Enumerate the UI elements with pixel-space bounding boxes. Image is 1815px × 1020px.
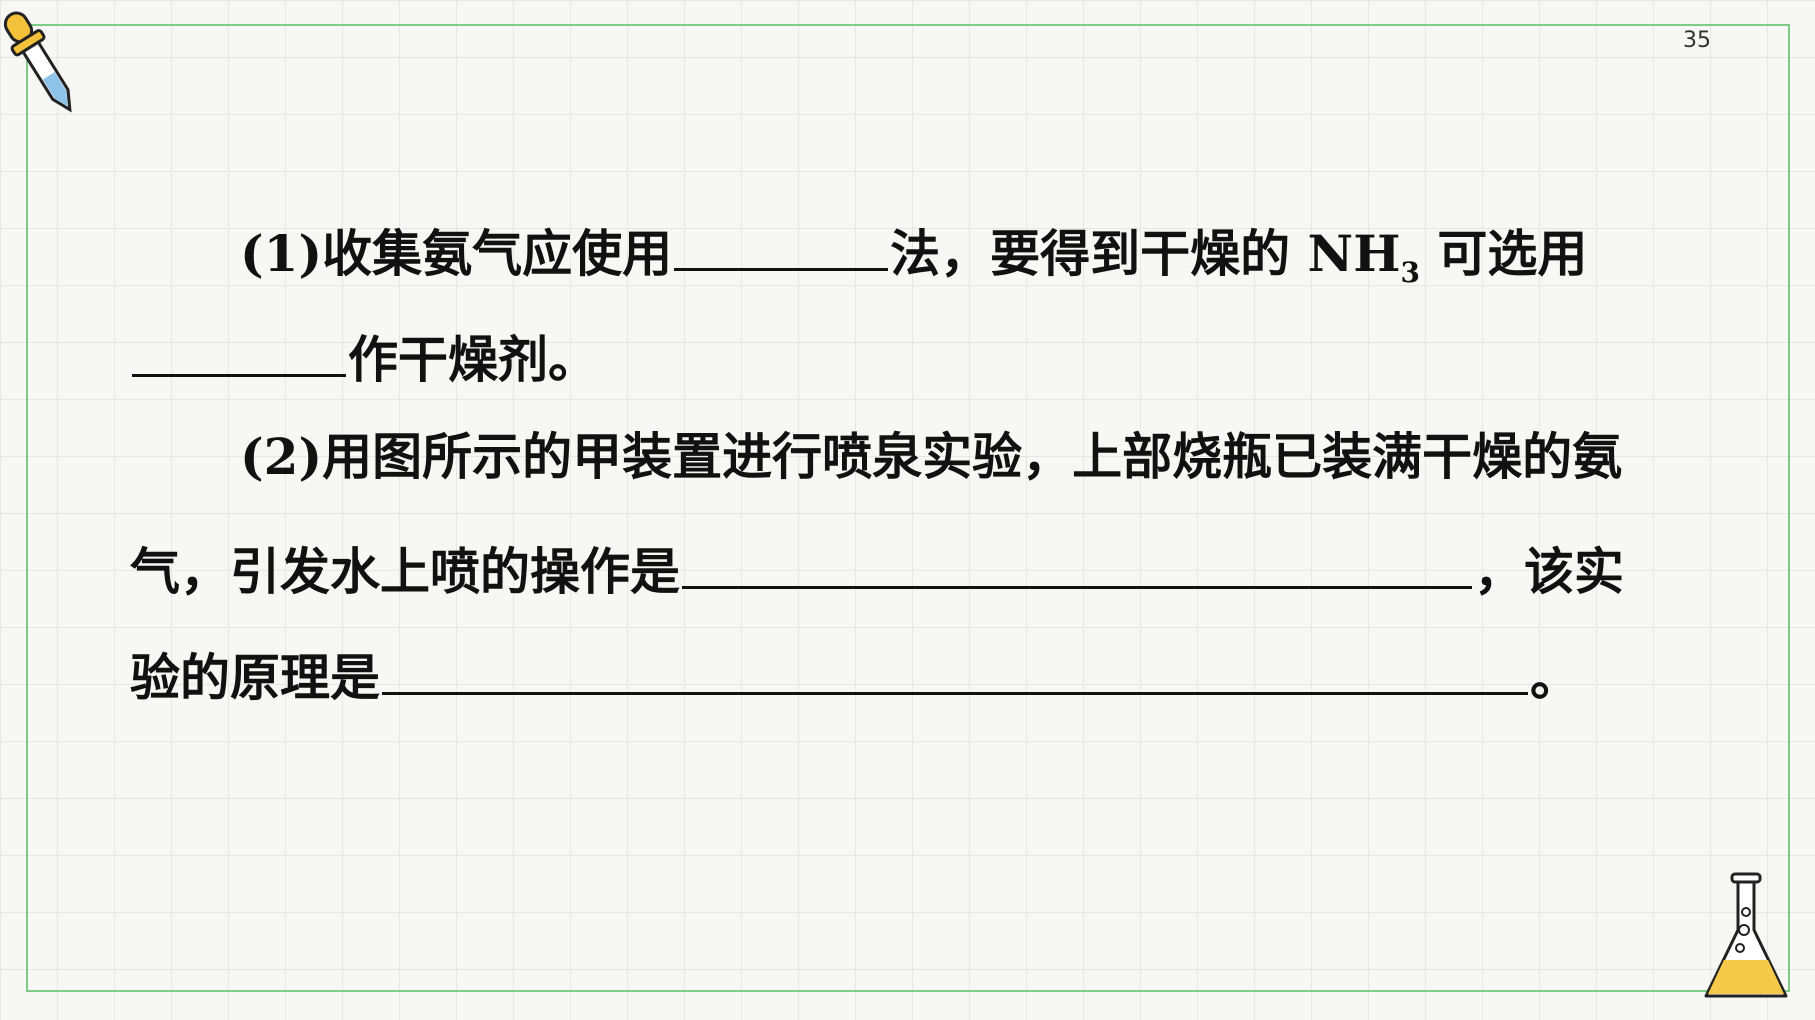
q1-line2: 作干燥剂。 [130,306,1720,412]
q1-line1: (1)收集氨气应使用 法，要得到干燥的 NH3 可选用 [130,200,1720,306]
q2-line2-prefix: 气，引发水上喷的操作是 [130,542,680,601]
question-content: (1)收集氨气应使用 法，要得到干燥的 NH3 可选用 作干燥剂。 (2)用图所示… [130,200,1720,730]
q2-line3-suffix: 。 [1530,648,1580,707]
slide-frame [26,24,1790,992]
q2-line1: (2)用图所示的甲装置进行喷泉实验，上部烧瓶已装满干燥的氨 [130,412,1720,518]
q2-line1-text: (2)用图所示的甲装置进行喷泉实验，上部烧瓶已装满干燥的氨 [240,427,1623,486]
q2-line3: 验的原理是 。 [130,624,1720,730]
answer-blank-desiccant[interactable] [132,306,346,377]
q2-line3-prefix: 验的原理是 [130,648,380,707]
q2-line2-suffix: ，该实 [1474,542,1624,601]
answer-blank-principle[interactable] [382,624,1528,695]
dropper-icon [3,11,72,113]
q1-tail: 作干燥剂。 [348,330,598,389]
q1-end: 可选用 [1419,224,1588,283]
page-number: 35 [1683,28,1711,53]
answer-blank-collection-method[interactable] [674,200,889,271]
flask-icon [1704,872,1788,998]
q1-mid: 法，要得到干燥的 NH [890,224,1401,283]
q1-subscript: 3 [1400,256,1420,289]
answer-blank-operation[interactable] [682,518,1472,589]
q2-line2: 气，引发水上喷的操作是 ，该实 [130,518,1720,624]
q1-prefix: (1)收集氨气应使用 [240,224,673,283]
